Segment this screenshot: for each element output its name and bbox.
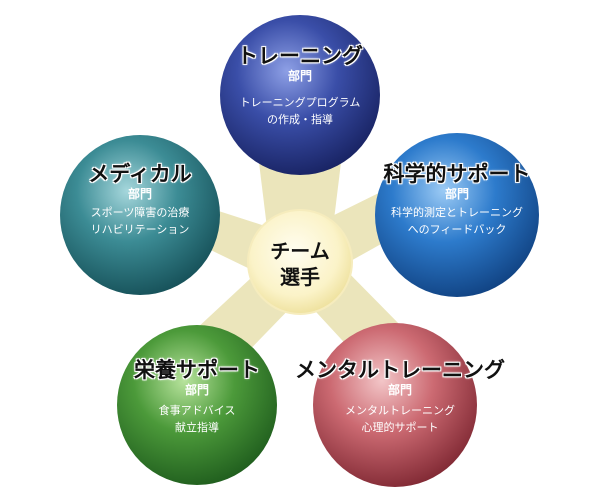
dept-desc-2: 献立指導 bbox=[175, 421, 219, 434]
dept-title: メンタルトレーニング bbox=[295, 358, 505, 382]
dept-title: トレーニング bbox=[237, 44, 363, 68]
dept-training: トレーニング 部門 トレーニングプログラム の作成・指導 bbox=[237, 44, 363, 128]
dept-desc-2: へのフィードバック bbox=[407, 223, 507, 236]
dept-science: 科学的サポート 部門 科学的測定とトレーニング へのフィードバック bbox=[384, 162, 531, 238]
center-line1: チーム bbox=[270, 239, 330, 263]
center-line2: 選手 bbox=[280, 265, 320, 289]
sphere-science bbox=[375, 133, 539, 297]
dept-nutrition: 栄養サポート 部門 食事アドバイス 献立指導 bbox=[134, 358, 260, 436]
dept-desc-2: の作成・指導 bbox=[267, 113, 333, 126]
dept-sub: 部門 bbox=[444, 187, 469, 201]
department-spheres bbox=[60, 15, 539, 487]
center-circle bbox=[247, 209, 353, 315]
dept-sub: 部門 bbox=[127, 187, 152, 201]
dept-medical: メディカル 部門 スポーツ障害の治療 リハビリテーション bbox=[88, 162, 192, 238]
dept-desc-2: リハビリテーション bbox=[90, 223, 190, 236]
dept-mental: メンタルトレーニング 部門 メンタルトレーニング 心理的サポート bbox=[295, 358, 505, 436]
dept-desc-1: メンタルトレーニング bbox=[345, 404, 455, 417]
dept-sub: 部門 bbox=[387, 383, 412, 397]
dept-sub: 部門 bbox=[184, 383, 209, 397]
dept-desc-1: 食事アドバイス bbox=[158, 404, 236, 417]
sphere-nutrition bbox=[117, 325, 277, 485]
sphere-training bbox=[220, 15, 380, 175]
dept-sub: 部門 bbox=[287, 69, 312, 83]
dept-title: メディカル bbox=[88, 162, 192, 186]
sphere-mental bbox=[313, 323, 477, 487]
dept-title: 栄養サポート bbox=[134, 358, 260, 382]
dept-desc-1: スポーツ障害の治療 bbox=[90, 206, 190, 219]
center-label: チーム 選手 bbox=[270, 238, 329, 290]
dept-desc-2: 心理的サポート bbox=[361, 421, 439, 434]
sphere-medical bbox=[60, 135, 220, 295]
dept-desc-1: 科学的測定とトレーニング bbox=[391, 206, 523, 219]
dept-title: 科学的サポート bbox=[383, 162, 531, 186]
dept-desc-1: トレーニングプログラム bbox=[239, 96, 361, 109]
